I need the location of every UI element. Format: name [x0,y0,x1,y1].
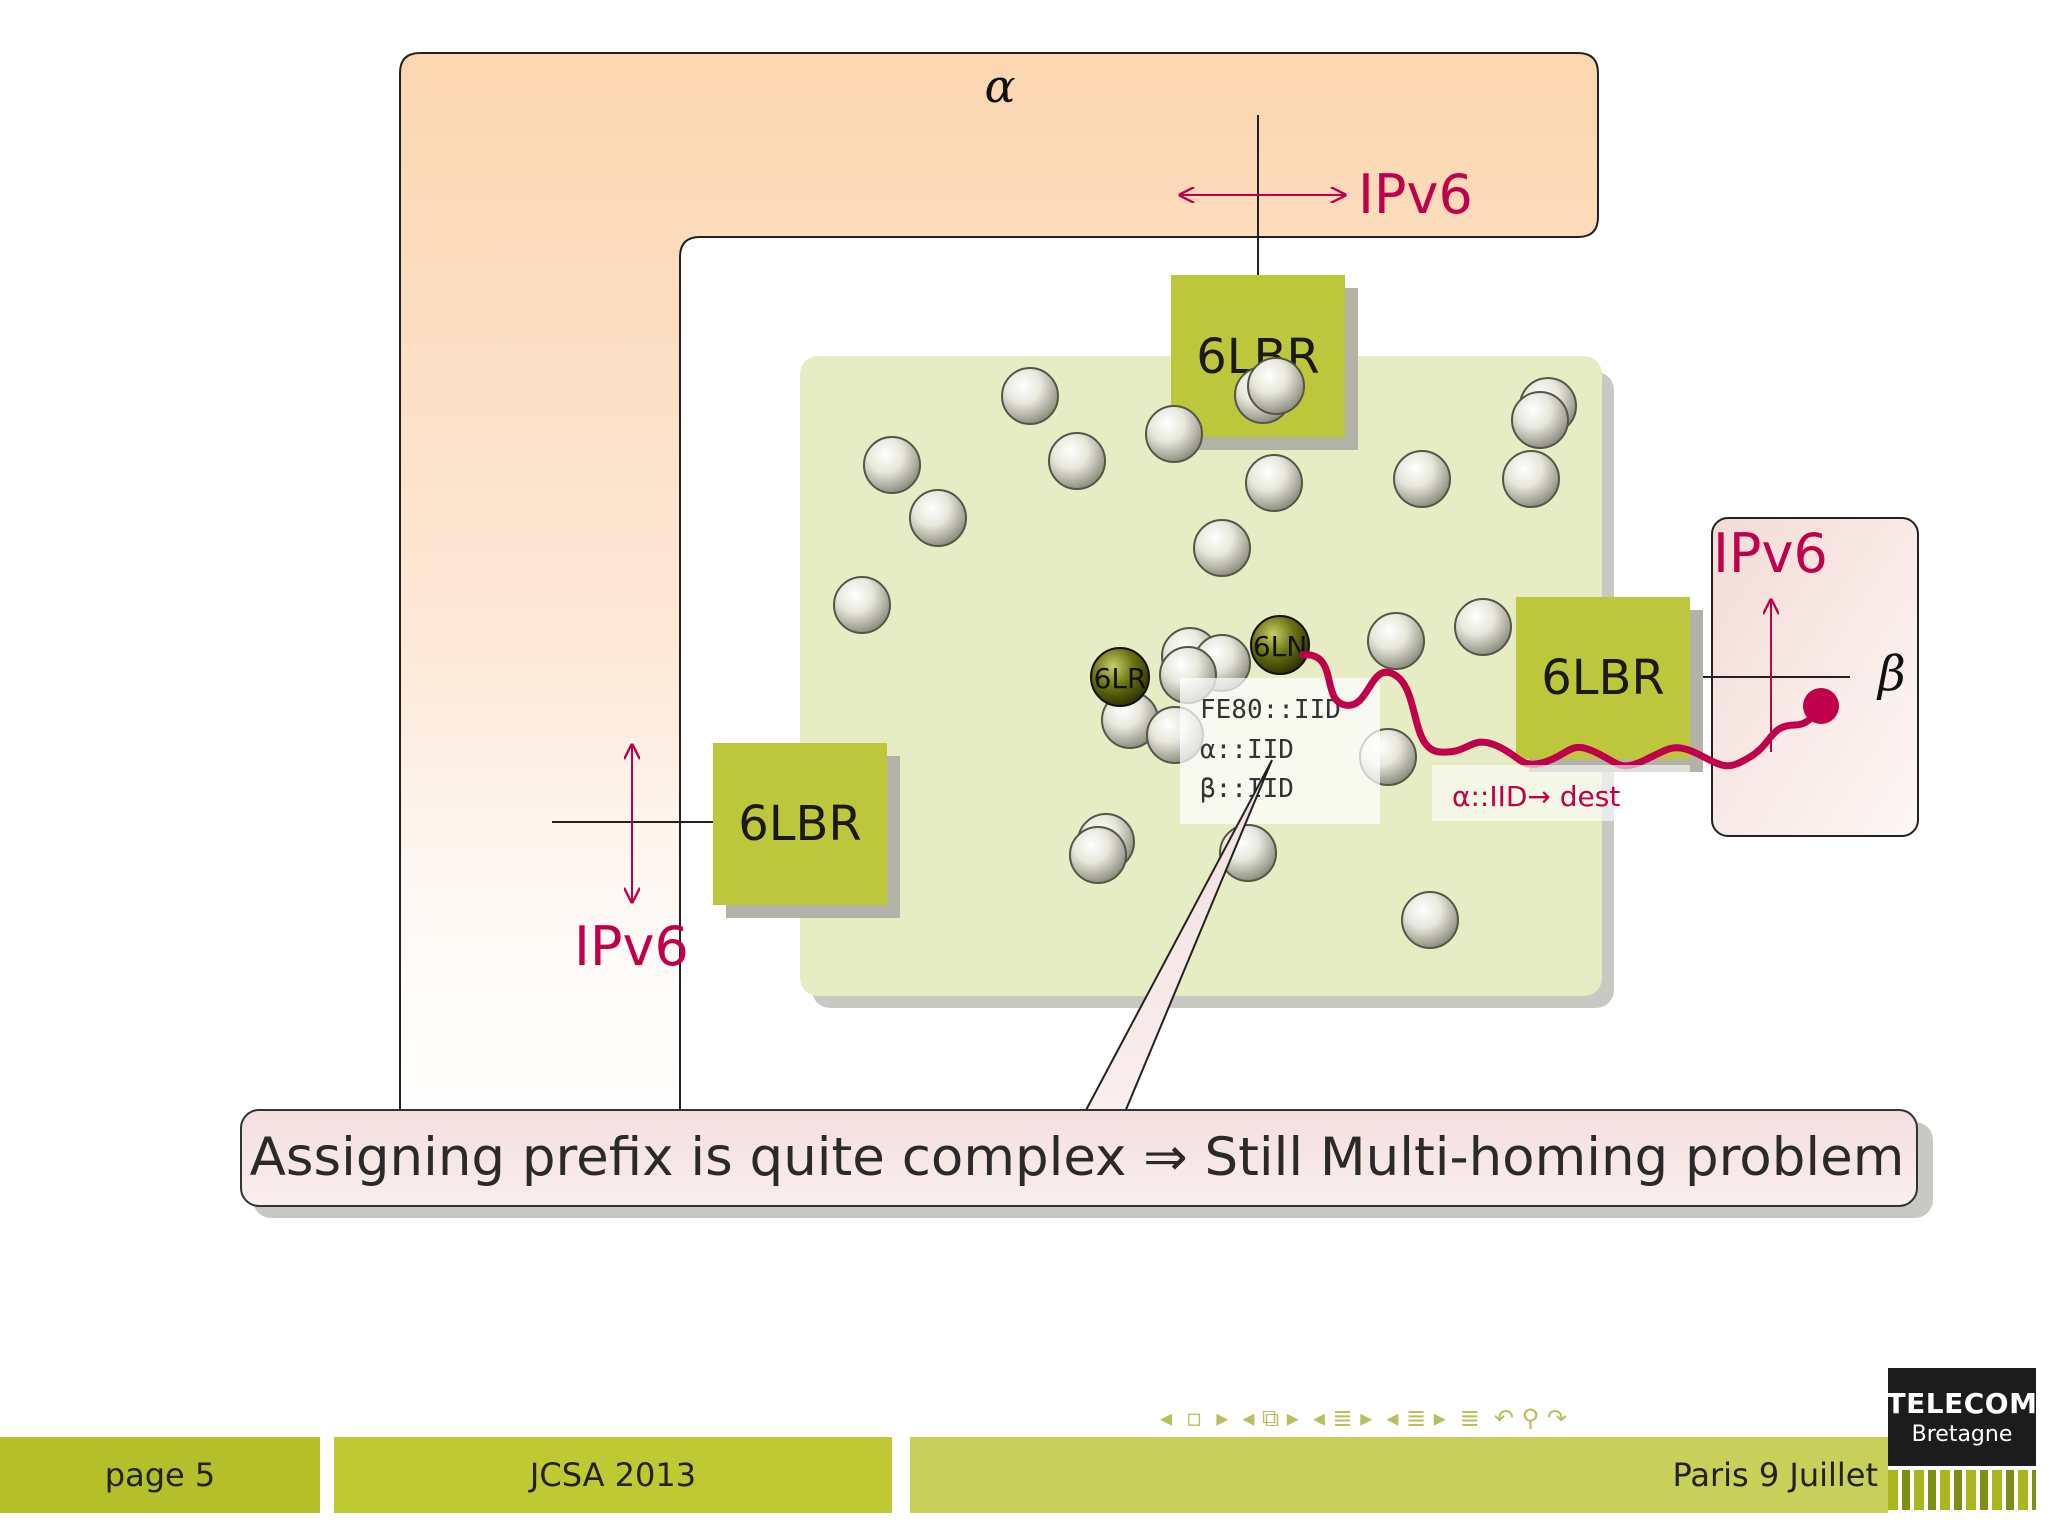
alpha-label: α [984,59,1015,113]
nav-subsection-icon[interactable]: ◂ ≣ ▸ [1312,1404,1373,1432]
sensor-node [1454,598,1512,656]
route-wave [1299,651,1823,770]
telecom-bretagne-logo: TELECOM Bretagne [1886,1368,2038,1466]
sensor-node [1401,891,1459,949]
logo-line-2: Bretagne [1911,1422,2013,1447]
sensor-node [1193,519,1251,577]
border-router-right-label: 6LBR [1541,650,1665,706]
footer-place: Paris 9 Juillet [910,1437,1888,1513]
beta-label: β [1876,646,1906,702]
sensor-node [909,489,967,547]
address-line-2: α::IID [1200,735,1294,765]
sensor-node [1393,450,1451,508]
footer-conference: JCSA 2013 [334,1437,892,1513]
address-line-1: FE80::IID [1200,695,1341,725]
footer-page-text: page 5 [104,1456,216,1494]
sensor-node [1001,367,1059,425]
node-6ln: 6LN [1250,615,1310,675]
sensor-node [833,576,891,634]
nav-frame-icon[interactable]: ▫ [1186,1404,1203,1432]
nav-section-icon[interactable]: ◂ ⧉ ▸ [1242,1404,1299,1432]
nav-prev-frame-icon[interactable]: ◂ [1160,1404,1173,1432]
beamer-navigation: ◂ ▫ ▸ ◂ ⧉ ▸ ◂ ≣ ▸ ◂ ≣ ▸ ≣ ↶ ⚲ ↷ [1160,1400,1567,1436]
dest-label: α::IID→ dest [1452,780,1620,813]
footer-place-text: Paris 9 Juillet [1672,1456,1878,1494]
sensor-node [1511,391,1569,449]
node-6ln-label: 6LN [1253,630,1307,663]
ipv6-label-top: IPv6 [1358,163,1473,226]
sensor-node [1145,405,1203,463]
callout-text: Assigning prefix is quite complex ⇒ Stil… [250,1127,1905,1188]
nav-align-icon[interactable]: ◂ ≣ ▸ [1386,1404,1446,1432]
border-router-left: 6LBR [713,743,900,918]
logo-line-1: TELECOM [1886,1387,2038,1420]
nav-back-icon[interactable]: ≣ [1459,1404,1480,1432]
sensor-node [1245,454,1303,512]
sensor-node [1367,612,1425,670]
nav-next-frame-icon[interactable]: ▸ [1216,1404,1229,1432]
callout-box [240,1109,1918,1207]
sensor-node [1048,432,1106,490]
ipv6-label-right: IPv6 [1713,522,1828,585]
logo-pattern [1888,1470,2036,1510]
sensor-node [1247,357,1305,415]
dest-label-box [1432,765,1690,821]
sensor-node [1069,826,1127,884]
border-router-left-label: 6LBR [738,796,862,852]
footer-conference-text: JCSA 2013 [529,1456,697,1494]
ipv6-label-left: IPv6 [574,915,689,978]
nav-search-icon[interactable]: ↶ ⚲ ↷ [1493,1404,1567,1432]
destination-dot [1803,688,1839,724]
footer-page-number: page 5 [0,1437,320,1513]
sensor-node [863,436,921,494]
router-6lr: 6LR [1090,647,1150,707]
sensor-node [1502,450,1560,508]
router-6lr-label: 6LR [1094,662,1147,695]
address-line-3: β::IID [1200,774,1294,804]
